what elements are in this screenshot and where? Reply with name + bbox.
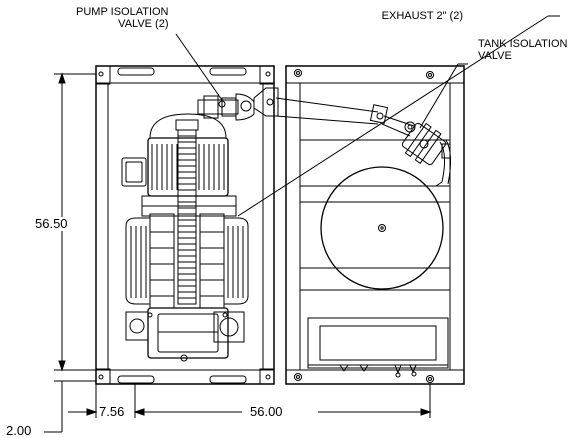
height-dimension-label: 56.50: [35, 216, 68, 231]
tank-isolation-valve-label-line2: VALVE: [478, 50, 512, 62]
pump-assembly: [122, 114, 248, 361]
bottom-offset-dimension-label: 2.00: [6, 423, 32, 438]
width-dimension-label: 56.00: [250, 404, 283, 419]
pump-isolation-valve-label-line1: PUMP ISOLATION: [76, 6, 169, 18]
receiver-tank: [321, 167, 443, 289]
pump-isolation-valve-label: PUMP ISOLATION VALVE (2): [76, 6, 169, 30]
leader-lines: [176, 16, 560, 216]
piping: [198, 88, 451, 186]
exhaust-label: EXHAUST 2" (2): [381, 10, 463, 22]
right-frame: [286, 66, 464, 384]
left-frame: [96, 66, 274, 384]
control-box: [308, 318, 448, 377]
left-offset-dimension-label: 7.56: [99, 404, 125, 419]
tank-isolation-valve-label: TANK ISOLATION VALVE: [478, 38, 567, 62]
pump-isolation-valve-label-line2: VALVE (2): [118, 18, 169, 30]
dimension-lines: [44, 74, 430, 432]
tank-isolation-valve-label-line1: TANK ISOLATION: [478, 38, 568, 50]
